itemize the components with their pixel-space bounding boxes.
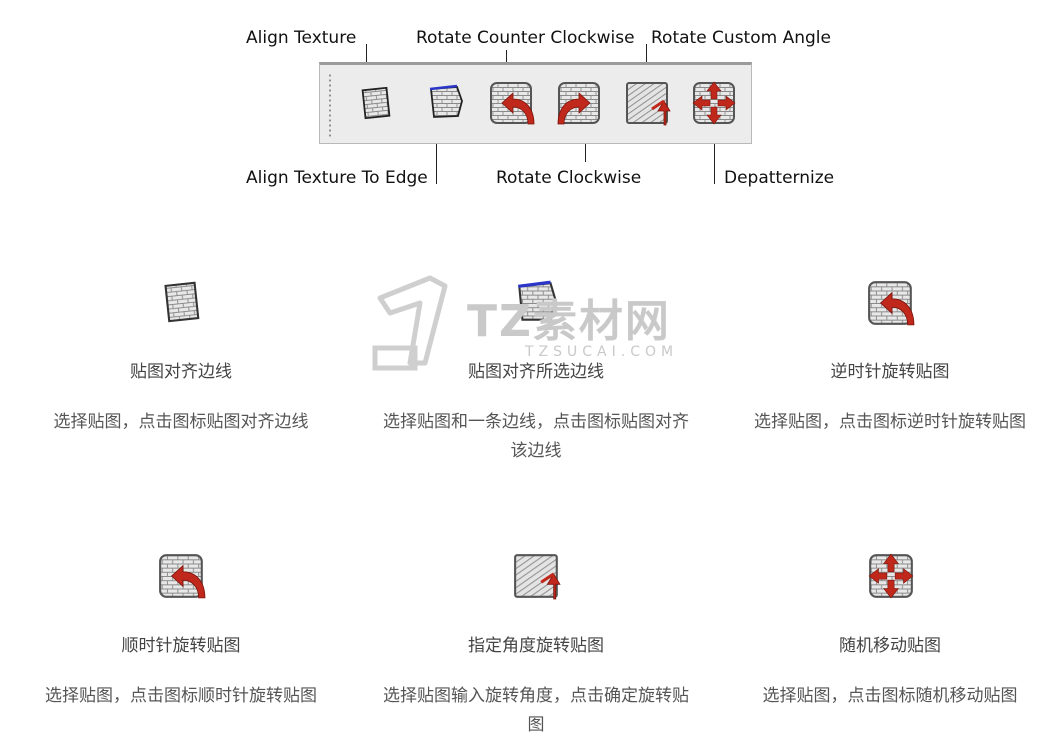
item-title: 逆时针旋转贴图 [830,362,950,382]
item-rotate-custom-icon [512,551,562,601]
item-title: 指定角度旋转贴图 [468,636,604,656]
rotate-ccw-icon [490,82,535,125]
leader-line [714,122,715,184]
item-title: 贴图对齐边线 [130,362,232,382]
rotate-ccw-icon [868,281,915,326]
item-title: 顺时针旋转贴图 [121,636,241,656]
rotate-ccw-icon [159,554,206,599]
rotate-counter-clockwise-button[interactable] [488,79,536,127]
item-description: 选择贴图，点击图标逆时针旋转贴图 [754,412,1026,432]
rotate-custom-icon [626,82,671,126]
callout-align-texture-to-edge: Align Texture To Edge [246,168,428,188]
item-description: 选择贴图，点击图标顺时针旋转贴图 [45,686,317,706]
item-title: 贴图对齐所选边线 [468,362,604,382]
leader-line [436,122,437,184]
align-texture-to-edge-button[interactable] [422,79,470,127]
texture-align-icon [361,86,391,120]
item-depatternize-icon [866,551,916,601]
texture-align-icon [164,281,200,323]
item-description: 选择贴图，点击图标随机移动贴图 [762,686,1018,706]
watermark-text: TZ素材网 [467,296,671,347]
depatternize-icon [868,553,914,599]
align-texture-button[interactable] [352,79,400,127]
item-title: 随机移动贴图 [839,636,941,656]
rotate-clockwise-button[interactable] [556,79,604,127]
callout-align-texture: Align Texture [246,28,357,48]
depatternize-icon [692,81,736,125]
item-rotate-cw-icon [157,551,207,601]
callout-rotate-counter-clockwise: Rotate Counter Clockwise [416,28,635,48]
item-description: 选择贴图，点击图标贴图对齐边线 [53,412,309,432]
callout-rotate-clockwise: Rotate Clockwise [496,168,642,188]
texture-edge-icon [518,280,557,321]
texture-toolbar [319,62,752,144]
callout-rotate-custom-angle: Rotate Custom Angle [651,28,831,48]
item-description: 选择贴图输入旋转角度，点击确定旋转贴图 [383,686,689,735]
texture-edge-icon [429,84,463,118]
item-rotate-ccw-icon [866,278,916,328]
rotate-custom-angle-button[interactable] [624,79,672,127]
callout-depatternize: Depatternize [724,168,835,188]
depatternize-button[interactable] [690,79,738,127]
toolbar-grip[interactable] [328,73,332,139]
item-align-texture-icon [157,278,207,328]
rotate-custom-icon [514,554,561,600]
item-align-texture-to-edge-icon [512,278,562,328]
rotate-cw-icon [557,82,600,125]
item-description: 选择贴图和一条边线，点击图标贴图对齐该边线 [383,412,689,461]
